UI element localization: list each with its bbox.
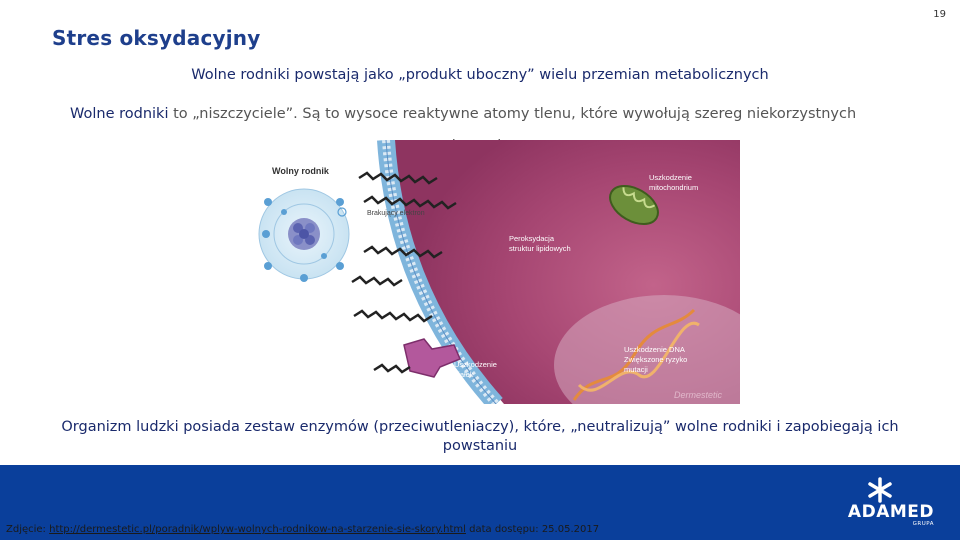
intro-line: Wolne rodniki powstają jako „produkt ubo… — [191, 67, 769, 83]
label-mito-1: Uszkodzenie — [649, 173, 692, 182]
free-radical-atom-icon — [258, 188, 350, 282]
source-prefix: Zdjęcie: — [6, 524, 50, 535]
protein-icon — [403, 338, 461, 378]
description-rest: to „niszczyciele”. Są to wysoce reaktywn… — [168, 106, 857, 122]
description-strong: Wolne rodniki — [70, 106, 169, 122]
source-suffix: data dostępu: 25.05.2017 — [465, 524, 600, 535]
label-lipid-2: struktur lipidowych — [509, 244, 571, 253]
label-free-radical: Wolny rodnik — [272, 166, 330, 176]
attack-arrows — [351, 171, 457, 374]
footer-bar: ADAMED GRUPA Zdjęcie: http://dermestetic… — [0, 465, 960, 540]
label-dna-2: Zwiększone ryzyko — [624, 355, 687, 364]
dna-helix-icon — [572, 308, 700, 401]
logo-name: ADAMED — [847, 502, 934, 522]
free-radical-diagram: Wolny rodnik Brakujący elektron Uszkodze… — [254, 140, 740, 404]
mitochondrion-icon — [609, 185, 659, 225]
label-dna-3: mutacji — [624, 365, 648, 374]
label-missing-electron: Brakujący elektron — [367, 210, 425, 217]
label-mito-2: mitochondrium — [649, 183, 698, 192]
label-protein-1: Uszkodzenie — [454, 360, 497, 369]
watermark: Dermestetic — [674, 390, 723, 400]
source-caption: Zdjęcie: http://dermestetic.pl/poradnik/… — [6, 524, 599, 535]
page-number: 19 — [933, 9, 946, 20]
label-protein-2: białek — [454, 370, 474, 379]
asterisk-logo-icon — [868, 477, 892, 503]
label-lipid-1: Peroksydacja — [509, 234, 555, 243]
source-link[interactable]: http://dermestetic.pl/poradnik/wplyw-wol… — [49, 524, 466, 535]
slide-title: Stres oksydacyjny — [52, 26, 261, 50]
conclusion-text: Organizm ludzki posiada zestaw enzymów (… — [61, 419, 899, 454]
logo-sub: GRUPA — [912, 521, 934, 527]
label-dna-1: Uszkodzenie DNA — [624, 345, 685, 354]
